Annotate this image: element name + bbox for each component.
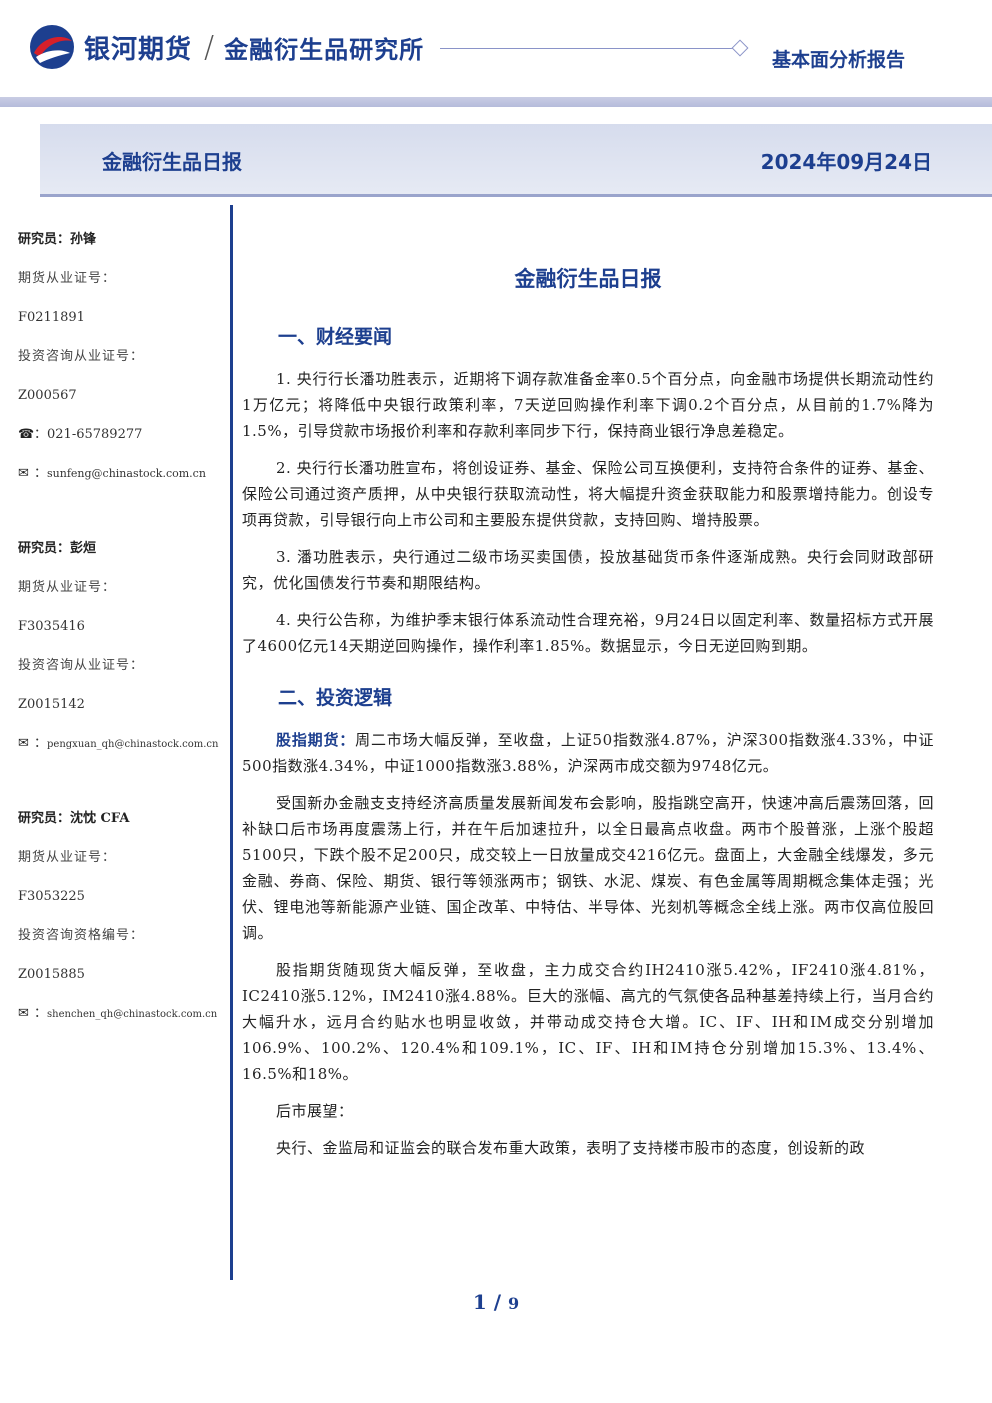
email-link[interactable]: shenchen_qh@chinastock.com.cn <box>47 1009 218 1020</box>
cert-label: 期货从业证号： <box>18 271 117 286</box>
total-pages: 9 <box>508 1294 520 1313</box>
title-bar: 金融衍生品日报 2024年09月24日 <box>40 124 992 197</box>
phone-row: ☎：021-65789277 <box>18 415 228 454</box>
diamond-icon <box>731 39 749 57</box>
consult-number: Z0015142 <box>18 697 85 712</box>
report-type: 基本面分析报告 <box>772 49 906 71</box>
header-divider: / <box>204 29 215 65</box>
document-title: 金融衍生品日报 <box>514 267 662 291</box>
logic-paragraph: 股指期货随现货大幅反弹，至收盘，主力成交合约IH2410涨5.42%，IF241… <box>242 961 934 1083</box>
logic-lead-paragraph: 股指期货：周二市场大幅反弹，至收盘，上证50指数涨4.87%，沪深300指数涨4… <box>242 727 934 779</box>
report-name: 金融衍生品日报 <box>102 150 242 174</box>
envelope-icon: ✉ <box>18 1006 29 1021</box>
analyst-name: 研究员：沈忱 CFA <box>18 811 130 826</box>
lead-text: 周二市场大幅反弹，至收盘，上证50指数涨4.87%，沪深300指数涨4.33%，… <box>242 731 934 775</box>
consult-label: 投资咨询从业证号： <box>18 349 145 364</box>
sidebar-divider <box>230 205 233 1280</box>
outlook-label: 后市展望： <box>276 1102 354 1120</box>
logic-paragraph: 受国新办金融支支持经济高质量发展新闻发布会影响，股指跳空高开，快速冲高后震荡回落… <box>242 794 934 942</box>
cert-number: F0211891 <box>18 310 85 325</box>
envelope-icon: ✉ <box>18 736 29 751</box>
section-heading-news: 一、财经要闻 <box>278 326 393 348</box>
phone-number: 021-65789277 <box>47 427 143 442</box>
consult-label: 投资咨询从业证号： <box>18 658 145 673</box>
analyst-sidebar: 研究员：孙锋 期货从业证号： F0211891 投资咨询从业证号： Z00056… <box>18 220 228 1069</box>
envelope-icon: ✉ <box>18 466 29 481</box>
logic-paragraph: 央行、金监局和证监会的联合发布重大政策，表明了支持楼市股市的态度，创设新的政 <box>276 1139 866 1157</box>
galaxy-logo-icon <box>30 25 74 69</box>
email-row: ✉：shenchen_qh@chinastock.com.cn <box>18 994 228 1033</box>
cert-number: F3035416 <box>18 619 85 634</box>
email-link[interactable]: sunfeng@chinastock.com.cn <box>47 467 206 480</box>
consult-number: Z0015885 <box>18 967 85 982</box>
news-paragraph: 4. 央行公告称，为维护季末银行体系流动性合理充裕，9月24日以固定利率、数量招… <box>242 611 934 655</box>
consult-number: Z000567 <box>18 388 77 403</box>
cert-number: F3053225 <box>18 889 85 904</box>
cert-label: 期货从业证号： <box>18 580 117 595</box>
email-link[interactable]: pengxuan_qh@chinastock.com.cn <box>47 739 219 750</box>
news-paragraph: 2. 央行行长潘功胜宣布，将创设证券、基金、保险公司互换便利，支持符合条件的证券… <box>242 459 934 529</box>
header-rule <box>440 48 735 49</box>
page-separator: / <box>486 1290 508 1314</box>
news-paragraph: 3. 潘功胜表示，央行通过二级市场买卖国债，投放基础货币条件逐渐成熟。央行会同财… <box>242 548 934 592</box>
analyst-card: 研究员：孙锋 期货从业证号： F0211891 投资咨询从业证号： Z00056… <box>18 220 228 493</box>
phone-icon: ☎ <box>18 427 35 442</box>
page-number: 1 / 9 <box>0 1290 992 1314</box>
analyst-name: 研究员：彭烜 <box>18 541 97 556</box>
current-page: 1 <box>472 1290 487 1314</box>
company-logo: 银河期货 / 金融衍生品研究所 <box>28 22 424 72</box>
header-band <box>0 97 992 107</box>
company-name: 银河期货 <box>84 34 193 65</box>
cert-label: 期货从业证号： <box>18 850 117 865</box>
news-paragraph: 1. 央行行长潘功胜表示，近期将下调存款准备金率0.5个百分点，向金融市场提供长… <box>242 370 934 440</box>
analyst-card: 研究员：沈忱 CFA 期货从业证号： F3053225 投资咨询资格编号： Z0… <box>18 799 228 1033</box>
report-date: 2024年09月24日 <box>760 150 932 174</box>
section-heading-logic: 二、投资逻辑 <box>278 687 393 709</box>
analyst-name: 研究员：孙锋 <box>18 232 97 247</box>
analyst-card: 研究员：彭烜 期货从业证号： F3035416 投资咨询从业证号： Z00151… <box>18 529 228 763</box>
report-body: 金融衍生品日报 一、财经要闻 1. 央行行长潘功胜表示，近期将下调存款准备金率0… <box>242 262 934 1172</box>
lead-label: 股指期货： <box>276 731 356 749</box>
institute-name: 金融衍生品研究所 <box>224 35 425 64</box>
email-row: ✉：pengxuan_qh@chinastock.com.cn <box>18 724 228 763</box>
consult-label: 投资咨询资格编号： <box>18 928 145 943</box>
email-row: ✉：sunfeng@chinastock.com.cn <box>18 454 228 493</box>
